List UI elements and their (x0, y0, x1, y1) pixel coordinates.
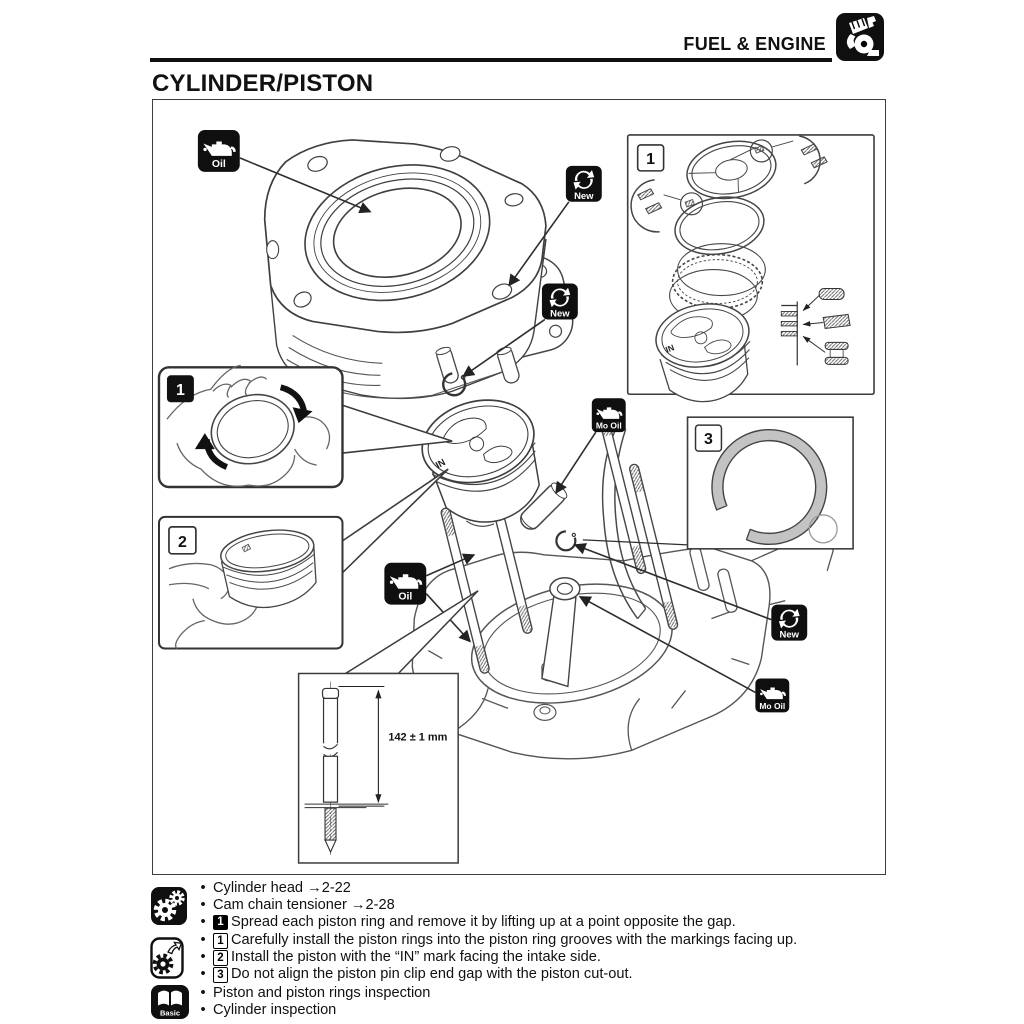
inset-number: 1 (176, 382, 185, 399)
stud-length-value: 142 ± 1 mm (388, 731, 447, 743)
bullet: • (200, 914, 206, 930)
new-badge-clip-upper: New (541, 283, 578, 319)
badge-label: Mo Oil (596, 421, 622, 431)
badge-label: Oil (212, 159, 226, 170)
inset-ring-spread: 1 (157, 364, 344, 489)
connecting-rod (541, 577, 581, 688)
note-group-installation: • 1 Carefully install the piston rings i… (150, 932, 890, 983)
inset-number: 1 (646, 151, 655, 168)
note-text: Cylinder head →2-22 (213, 880, 351, 896)
note-text: Spread each piston ring and remove it by… (231, 914, 736, 930)
hands-sketch (166, 364, 331, 487)
piston-cutout-circle (808, 514, 838, 544)
open-book-glyph (158, 990, 182, 1006)
badge-label: Mo Oil (759, 701, 785, 711)
cylinder-piston-diagram: IN 1 (152, 99, 886, 875)
note-text: Carefully install the piston rings into … (231, 932, 798, 948)
new-badge-gasket: New (565, 165, 602, 202)
oil-badge-bore: Oil (197, 129, 240, 172)
note-text: Cam chain tensioner →2-28 (213, 897, 395, 913)
new-badge-clip-lower: New (771, 604, 808, 641)
bullet: • (200, 1002, 206, 1018)
inset-number: 2 (178, 534, 187, 551)
inset-piston-install: 2 (157, 515, 344, 650)
note-text: Install the piston with the “IN” mark fa… (231, 949, 601, 965)
engine-icon (836, 13, 884, 61)
badge-label: New (780, 630, 800, 641)
piston-pin-circlip-lower (555, 530, 577, 552)
new-parts-icon (549, 287, 571, 308)
header-rule (150, 58, 832, 62)
dowel-pins (435, 346, 520, 384)
bullet: • (200, 966, 206, 982)
step-marker: 3 (213, 967, 228, 983)
note-group-basic: Basic • Piston and piston rings inspecti… (150, 984, 890, 1020)
new-parts-icon (573, 170, 595, 190)
piston-in-mark: IN (664, 342, 676, 354)
bullet: • (200, 949, 206, 965)
ring-cross-sections (780, 288, 851, 366)
engine-glyph (846, 16, 879, 56)
note-group-removal: • Cylinder head →2-22 • Cam chain tensio… (150, 880, 890, 931)
mo-oil-badge-conrod: Mo Oil (755, 678, 790, 713)
oil-can-icon (760, 687, 786, 700)
piston: IN (421, 399, 541, 527)
note-text: Piston and piston rings inspection (213, 985, 431, 1001)
note-item: • Piston and piston rings inspection (196, 985, 890, 1002)
cylinder-block (263, 139, 547, 400)
new-parts-icon (778, 608, 800, 629)
inset-pointer (341, 468, 449, 575)
dimension (338, 685, 385, 807)
badge-label: Oil (398, 592, 412, 603)
inset-piston-rings-exploded: 1 (626, 134, 875, 403)
removal-icon (150, 886, 196, 926)
inset-stud-length: 142 ± 1 mm (297, 672, 459, 864)
inset-number-box (168, 526, 197, 555)
gear-arrow-glyph (152, 941, 183, 974)
note-text: Do not align the piston pin clip end gap… (231, 966, 633, 982)
inset-number: 3 (704, 431, 713, 448)
installation-icon (150, 936, 196, 979)
note-item: • Cylinder inspection (196, 1002, 890, 1019)
oil-can-icon (203, 141, 236, 156)
gears-glyph (153, 889, 185, 921)
step-marker: 1 (213, 933, 228, 949)
inset-number-box (636, 144, 665, 172)
note-item: • Cam chain tensioner →2-28 (196, 897, 890, 914)
step-marker: 1 (213, 915, 228, 930)
note-text: Cylinder inspection (213, 1002, 337, 1018)
step-marker: 2 (213, 950, 228, 966)
oil-can-icon (596, 407, 623, 419)
note-item: • 1 Spread each piston ring and remove i… (196, 914, 890, 931)
oil-badge-studs: Oil (384, 562, 427, 605)
inset-number-box (166, 375, 194, 403)
basic-icon-label: Basic (160, 1009, 180, 1018)
inset-pin-clip: 3 (686, 416, 854, 550)
inset-number-box (694, 424, 723, 452)
stud-drawing (304, 687, 389, 854)
bullet: • (200, 932, 206, 948)
note-item: • 3 Do not align the piston pin clip end… (196, 966, 890, 983)
note-item: • Cylinder head →2-22 (196, 880, 890, 897)
page-title: CYLINDER/PISTON (152, 70, 374, 97)
bullet: • (200, 897, 206, 913)
bullet: • (200, 880, 206, 896)
note-item: • 2 Install the piston with the “IN” mar… (196, 949, 890, 966)
bullet: • (200, 985, 206, 1001)
basic-manual-icon: Basic (150, 984, 196, 1020)
service-notes: • Cylinder head →2-22 • Cam chain tensio… (150, 880, 890, 1021)
inset-piston: IN (655, 303, 751, 403)
badge-label: New (550, 308, 570, 319)
badge-label: New (574, 191, 594, 202)
note-item: • 1 Carefully install the piston rings i… (196, 932, 890, 949)
section-title: FUEL & ENGINE (683, 34, 826, 54)
cylinder-studs (440, 407, 679, 674)
oil-can-icon (389, 574, 423, 589)
leader-lines (239, 157, 772, 694)
mo-oil-badge-pin: Mo Oil (591, 398, 626, 433)
